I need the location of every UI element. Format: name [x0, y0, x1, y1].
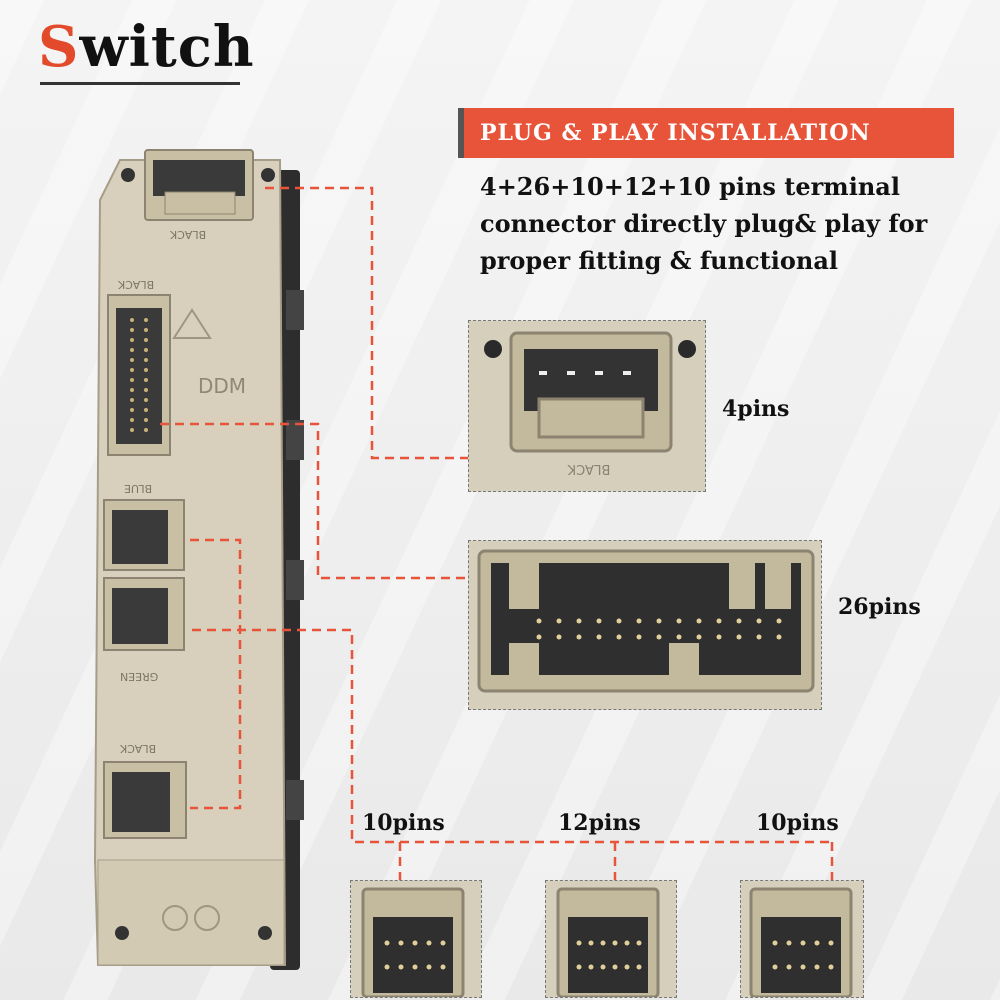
- label-4pins: 4pins: [722, 396, 790, 422]
- recycle-mark: [194, 905, 220, 931]
- closeup-12pin: [545, 880, 677, 998]
- module-marking-ddm: DDM: [198, 374, 247, 398]
- closeup-12pin-drawing: [546, 881, 676, 997]
- closeup-4pin: BLACK: [468, 320, 706, 492]
- key-tab: [765, 561, 791, 609]
- module-marking-green: GREEN: [120, 670, 159, 683]
- connector-4pin-latch: [164, 191, 236, 215]
- label-26pins: 26pins: [838, 594, 921, 620]
- module-marking-blue: BLUE: [124, 482, 153, 495]
- connector-socket: [112, 772, 170, 832]
- recycle-triangle: [172, 308, 212, 339]
- pin-row-bottom: [536, 634, 782, 640]
- key-tab: [509, 643, 539, 675]
- brand-rest: witch: [79, 14, 255, 80]
- key-tab: [669, 643, 699, 675]
- closeup-10pin-right: [740, 880, 864, 998]
- pin-row-top: [536, 618, 782, 624]
- mount-hole: [678, 340, 696, 358]
- side-tab: [286, 420, 304, 460]
- closeup-10pin-left: [350, 880, 482, 998]
- connector-socket: [112, 510, 168, 564]
- description-line: connector directly plug& play for: [480, 209, 928, 238]
- side-tab: [286, 560, 304, 600]
- brand-first-letter: S: [38, 14, 80, 80]
- closeup-10pin-right-drawing: [741, 881, 863, 997]
- side-tab: [286, 780, 304, 820]
- key-tab: [509, 561, 539, 609]
- leader-26pin: [160, 422, 470, 580]
- label-10pins-right: 10pins: [756, 810, 839, 836]
- section-banner: PLUG & PLAY INSTALLATION: [458, 108, 954, 158]
- leader-lines: [160, 186, 834, 885]
- svg-text:BLACK: BLACK: [567, 461, 610, 476]
- mount-hole: [261, 168, 275, 182]
- key-tab: [729, 561, 755, 609]
- leader-4pin: [265, 186, 470, 460]
- closeup-4pin-drawing: BLACK: [469, 321, 705, 491]
- brand-underline: [40, 82, 240, 85]
- mount-hole: [121, 168, 135, 182]
- module-marking-black: BLACK: [170, 228, 207, 241]
- description-line: 4+26+10+12+10 pins terminal: [480, 172, 900, 201]
- description: 4+26+10+12+10 pins terminal connector di…: [480, 168, 980, 279]
- connector-socket: [112, 588, 168, 644]
- closeup-26pin: [468, 540, 822, 710]
- mount-hole: [258, 926, 272, 940]
- recycle-mark: [162, 905, 188, 931]
- mount-hole: [484, 340, 502, 358]
- connector-26pin-pins: [130, 318, 148, 432]
- leader-10pin-left: [190, 538, 242, 810]
- connector-latch: [537, 397, 645, 439]
- connector-26pin-socket: [116, 308, 162, 444]
- module-marking-black: BLACK: [118, 278, 155, 291]
- leader-bus: [192, 628, 832, 844]
- mount-hole: [115, 926, 129, 940]
- closeup-26pin-drawing: [469, 541, 821, 709]
- module-bottom-panel: [97, 859, 285, 966]
- description-line: proper fitting & functional: [480, 246, 838, 275]
- closeup-10pin-left-drawing: [351, 881, 481, 997]
- module-marking-black: BLACK: [120, 742, 157, 755]
- side-tab: [286, 290, 304, 330]
- label-12pins: 12pins: [558, 810, 641, 836]
- connector-4pin-socket: [153, 160, 245, 196]
- brand-title: Switch: [38, 14, 255, 80]
- label-10pins-left: 10pins: [362, 810, 445, 836]
